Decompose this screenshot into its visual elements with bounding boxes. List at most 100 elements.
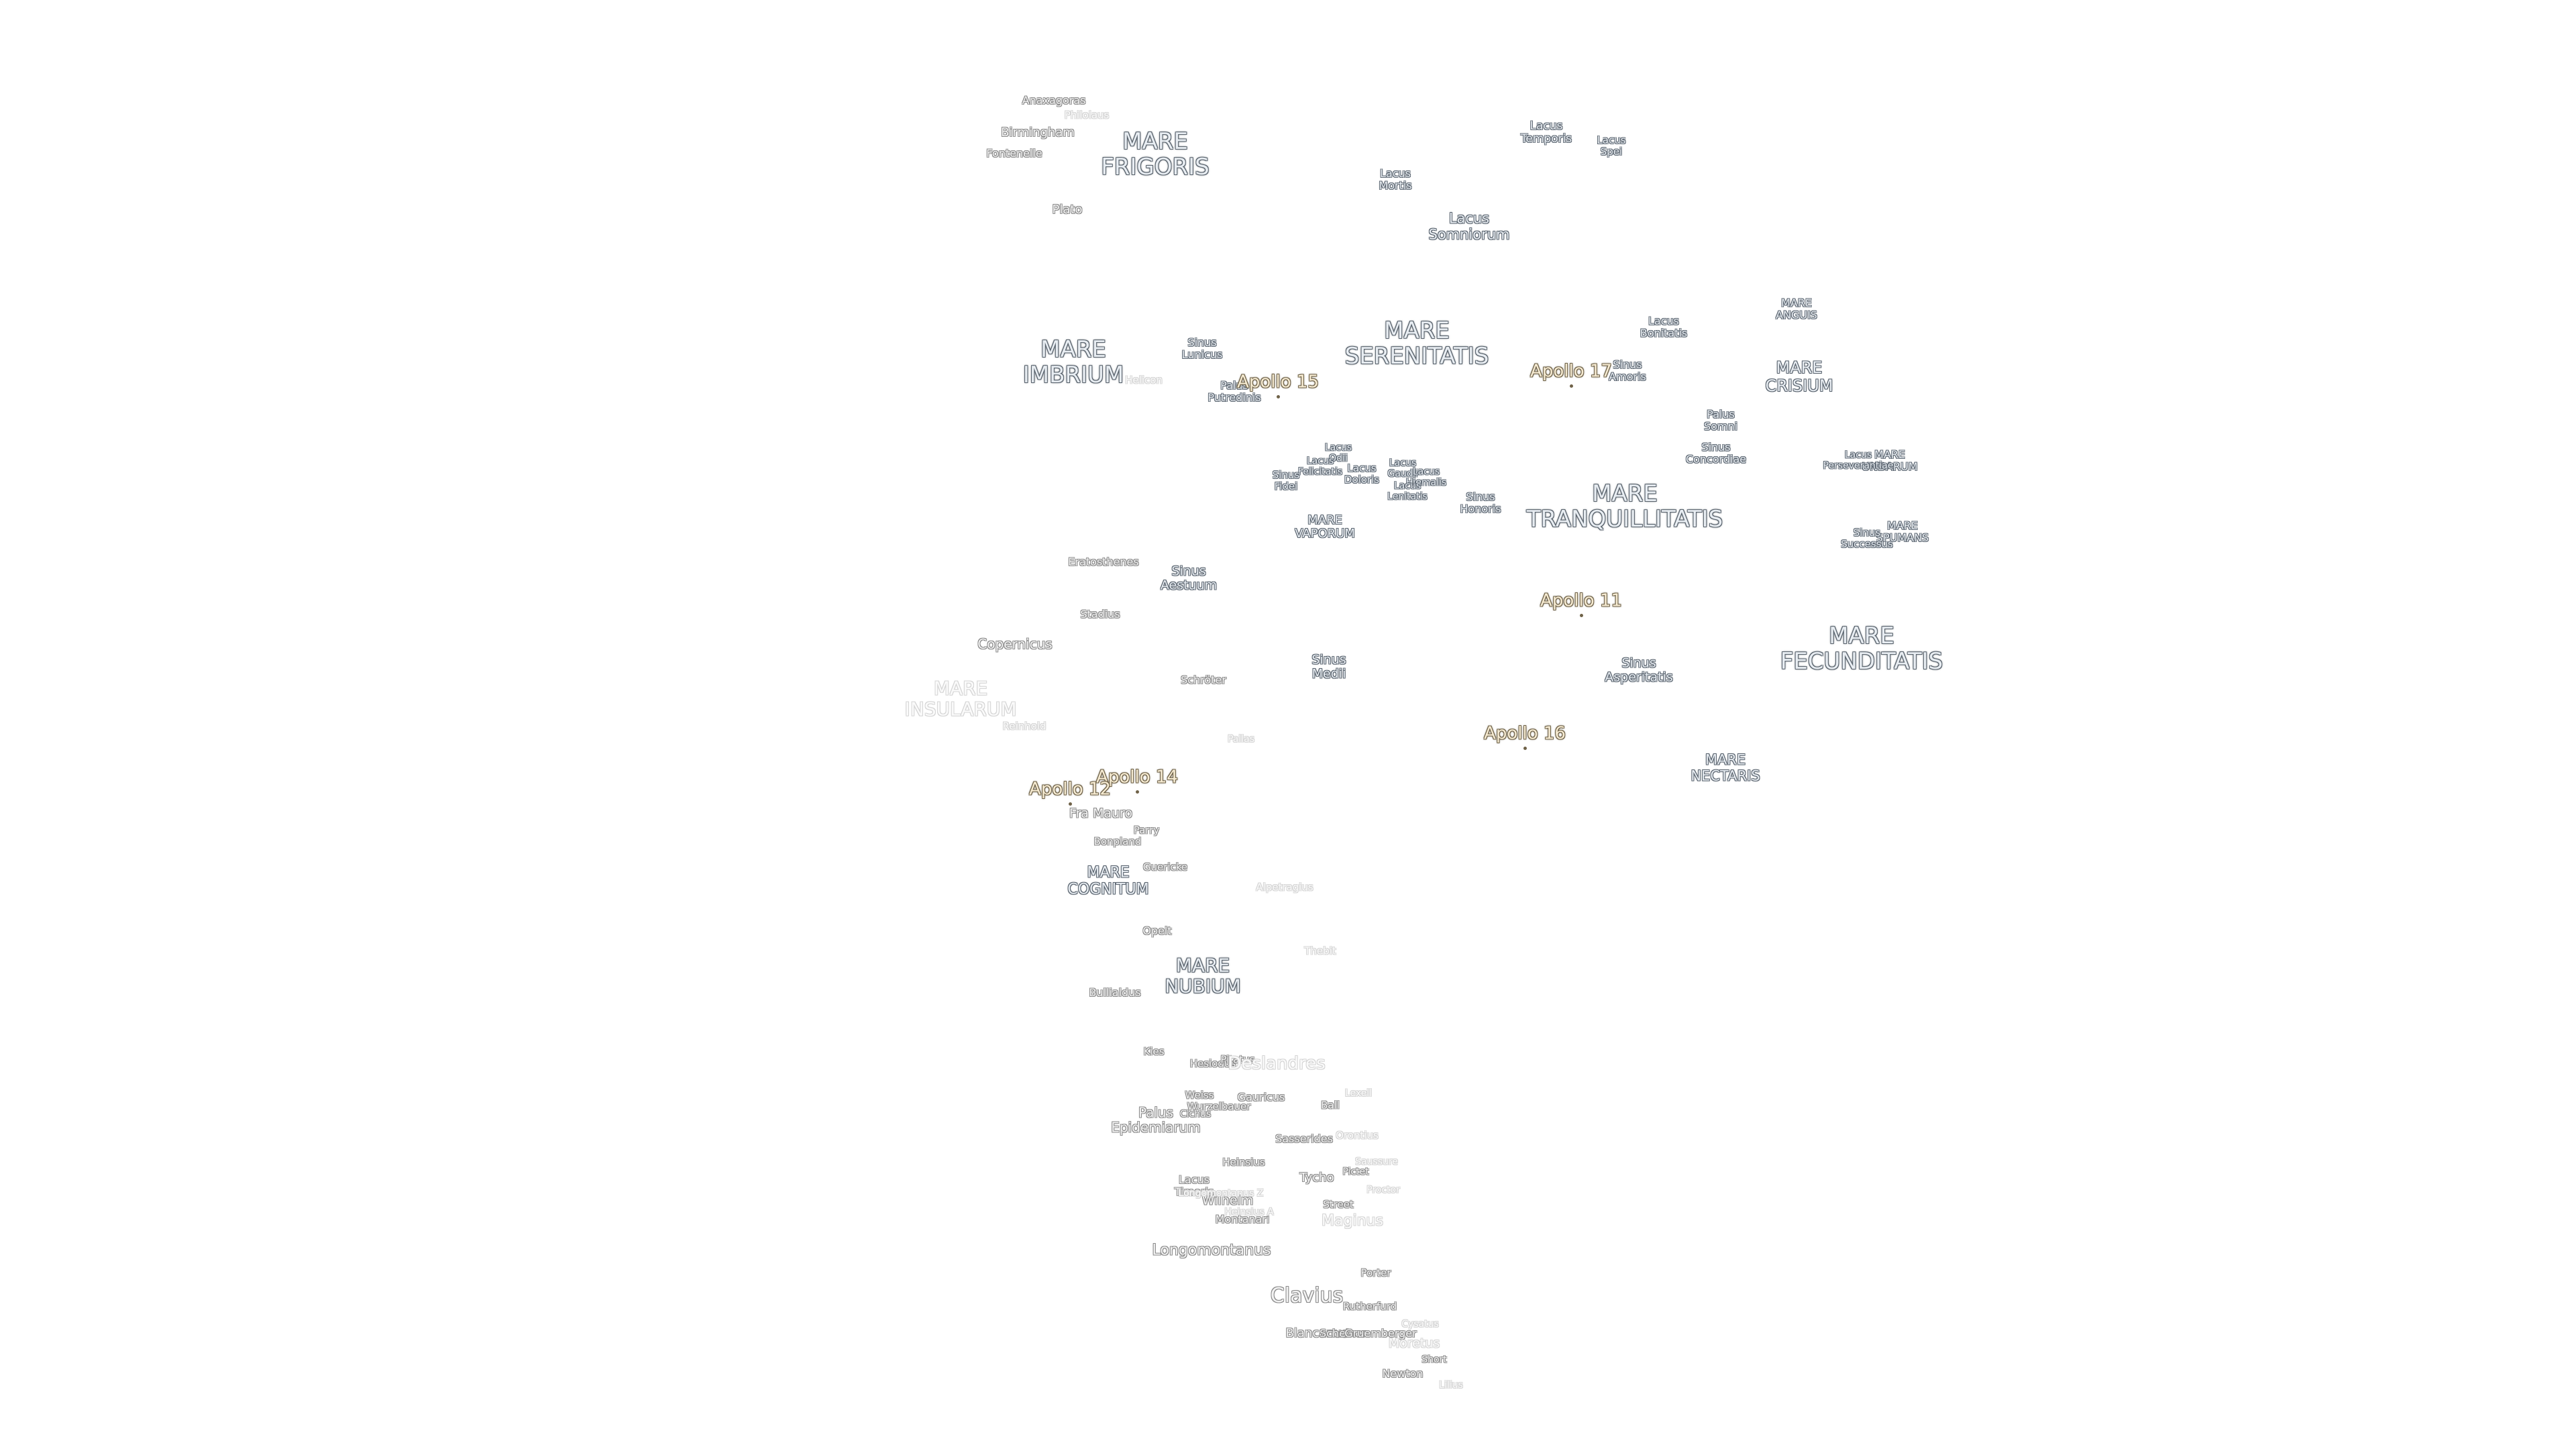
lacus-somniorum-label[interactable]: Lacus Somniorum [1428, 210, 1510, 242]
crater-fontenelle-label[interactable]: Fontenelle [986, 147, 1042, 160]
mare-cognitum-label[interactable]: MARE COGNITUM [1067, 864, 1149, 898]
mare-fecunditatis-label[interactable]: MARE FECUNDITATIS [1780, 622, 1943, 675]
crater-parry-label[interactable]: Parry [1133, 824, 1160, 837]
lacus-temporis-label[interactable]: Lacus Temporis [1520, 119, 1572, 146]
crater-rutherfurd-label[interactable]: Rutherfurd [1342, 1300, 1397, 1313]
crater-longomontanus-label[interactable]: Longomontanus [1152, 1242, 1271, 1259]
crater-moretus-label[interactable]: Moretus [1388, 1336, 1440, 1351]
crater-blancanus-label[interactable]: Blancanus [1285, 1326, 1348, 1340]
mare-undarum-label[interactable]: MARE UNDARUM [1862, 448, 1918, 473]
crater-orontius-label[interactable]: Orontius [1336, 1129, 1379, 1142]
crater-hesiodus-label[interactable]: Hesiodus [1189, 1057, 1236, 1070]
crater-philolaus-label[interactable]: Philolaus [1064, 109, 1110, 121]
apollo-14-label[interactable]: Apollo 14 [1096, 767, 1178, 788]
crater-pallas-label[interactable]: Pallas [1227, 734, 1255, 745]
lacus-bonitatis-label[interactable]: Lacus Bonitatis [1640, 315, 1688, 339]
crater-wurzelbauer-label[interactable]: Wurzelbauer [1187, 1100, 1251, 1113]
crater-proctor-label[interactable]: Proctor [1366, 1185, 1400, 1196]
crater-anaxagoras-label[interactable]: Anaxagoras [1022, 94, 1086, 107]
crater-saussure-label[interactable]: Saussure [1355, 1157, 1398, 1168]
mare-imbrium-label[interactable]: MARE IMBRIUM [1022, 335, 1124, 388]
apollo-15-label[interactable]: Apollo 15 [1237, 372, 1319, 392]
crater-helicon-label[interactable]: Helicon [1125, 374, 1163, 386]
sinus-honoris-label[interactable]: Sinus Honoris [1460, 490, 1501, 515]
crater-thebit-label[interactable]: Thebit [1304, 945, 1336, 957]
crater-pictet-label[interactable]: Pictet [1342, 1167, 1369, 1178]
mare-serenitatis-label[interactable]: MARE SERENITATIS [1344, 317, 1489, 370]
mare-nubium-label[interactable]: MARE NUBIUM [1165, 954, 1241, 998]
palus-somni-label[interactable]: Palus Somni [1703, 408, 1738, 433]
crater-porter-label[interactable]: Porter [1360, 1267, 1391, 1279]
crater-street-label[interactable]: Street [1323, 1198, 1354, 1211]
palus-putredinis-label[interactable]: Palus Putredinis [1208, 379, 1261, 404]
mare-frigoris-label[interactable]: MARE FRIGORIS [1101, 127, 1210, 180]
crater-scheiner-label[interactable]: Scheiner [1320, 1327, 1366, 1340]
crater-ball-label[interactable]: Ball [1321, 1099, 1340, 1112]
lacus-lenitatis-label[interactable]: Lacus Lenitatis [1387, 480, 1428, 502]
crater-lexell-label[interactable]: Lexell [1344, 1088, 1373, 1099]
crater-tycho-label[interactable]: Tycho [1299, 1170, 1334, 1185]
crater-eratosthenes-label[interactable]: Eratosthenes [1068, 555, 1139, 569]
crater-pitatus-label[interactable]: Pitatus [1220, 1053, 1255, 1066]
crater-copernicus-label[interactable]: Copernicus [977, 635, 1053, 652]
crater-alpetragius-label[interactable]: Alpetragius [1256, 881, 1313, 894]
lacus-gaudii-label[interactable]: Lacus Gaudii [1387, 458, 1418, 479]
mare-spumans-label[interactable]: MARE SPUMANS [1876, 519, 1929, 544]
apollo-17-site-marker[interactable] [1570, 384, 1573, 388]
lacus-spei-label[interactable]: Lacus Spei [1597, 134, 1626, 158]
lacus-felicitatis-label[interactable]: Lacus Felicitatis [1297, 455, 1343, 477]
sinus-amoris-label[interactable]: Sinus Amoris [1609, 358, 1646, 383]
crater-guericke-label[interactable]: Guericke [1142, 861, 1188, 873]
sinus-medii-label[interactable]: Sinus Medii [1311, 652, 1346, 682]
crater-clavius-label[interactable]: Clavius [1270, 1284, 1344, 1308]
crater-plato-label[interactable]: Plato [1052, 202, 1083, 217]
sinus-successus-label[interactable]: Sinus Successus [1841, 527, 1893, 550]
mare-nectaris-label[interactable]: MARE NECTARIS [1690, 751, 1760, 784]
sinus-aestuum-label[interactable]: Sinus Aestuum [1160, 564, 1218, 593]
crater-heinsius-a-label[interactable]: Heinsius A [1224, 1207, 1274, 1218]
crater-fra-mauro-label[interactable]: Fra Mauro [1069, 806, 1133, 821]
apollo-14-site-marker[interactable] [1136, 790, 1139, 794]
crater-gruemberger-label[interactable]: Gruemberger [1344, 1327, 1417, 1340]
crater-maginus-label[interactable]: Maginus [1322, 1212, 1383, 1230]
crater-lilius-label[interactable]: Lilius [1439, 1380, 1463, 1391]
mare-vaporum-label[interactable]: MARE VAPORUM [1295, 513, 1355, 541]
crater-cysatus-label[interactable]: Cysatus [1401, 1319, 1439, 1330]
crater-kies-label[interactable]: Kies [1143, 1045, 1165, 1058]
crater-birmingham-label[interactable]: Birmingham [1001, 125, 1075, 140]
lacus-hiemalis-label[interactable]: Lacus Hiemalis [1405, 466, 1447, 488]
mare-insularum-label[interactable]: MARE INSULARUM [904, 677, 1017, 720]
mare-crisium-label[interactable]: MARE CRISIUM [1765, 358, 1833, 395]
lacus-perseverantiae-label[interactable]: Lacus Perseverantiae [1823, 449, 1894, 471]
mare-anguis-label[interactable]: MARE ANGUIS [1776, 297, 1817, 321]
apollo-12-label[interactable]: Apollo 12 [1029, 779, 1111, 800]
lacus-mortis-label[interactable]: Lacus Mortis [1379, 167, 1412, 192]
crater-longomontanus-z-label[interactable]: Longomontanus Z [1178, 1188, 1264, 1199]
apollo-17-label[interactable]: Apollo 17 [1530, 361, 1612, 382]
crater-cichus-label[interactable]: Cichus [1179, 1109, 1212, 1120]
crater-wilhelm-label[interactable]: Wilhelm [1201, 1193, 1254, 1208]
apollo-16-label[interactable]: Apollo 16 [1484, 723, 1566, 744]
crater-deslandres-label[interactable]: Deslandres [1228, 1053, 1326, 1074]
crater-newton-label[interactable]: Newton [1382, 1367, 1424, 1381]
palus-epidemiarum-label[interactable]: Palus Epidemiarum [1111, 1104, 1201, 1136]
crater-weiss-label[interactable]: Weiss [1185, 1089, 1214, 1102]
apollo-16-site-marker[interactable] [1523, 747, 1527, 750]
crater-heinsius-label[interactable]: Heinsius [1222, 1156, 1265, 1169]
sinus-lunicus-label[interactable]: Sinus Lunicus [1181, 336, 1223, 361]
crater-schroter-label[interactable]: Schröter [1181, 674, 1226, 687]
crater-montanari-label[interactable]: Montanari [1215, 1213, 1270, 1226]
lacus-doloris-label[interactable]: Lacus Doloris [1344, 462, 1380, 486]
apollo-12-site-marker[interactable] [1069, 802, 1072, 806]
apollo-11-site-marker[interactable] [1580, 614, 1583, 617]
crater-sasserides-label[interactable]: Sasserides [1275, 1132, 1333, 1146]
crater-short-label[interactable]: Short [1421, 1354, 1447, 1366]
apollo-11-label[interactable]: Apollo 11 [1540, 590, 1622, 611]
apollo-15-site-marker[interactable] [1277, 395, 1280, 398]
crater-stadius-label[interactable]: Stadius [1080, 608, 1120, 621]
crater-bonpland-label[interactable]: Bonpland [1093, 835, 1142, 848]
sinus-fidei-label[interactable]: Sinus Fidei [1272, 469, 1300, 492]
sinus-concordiae-label[interactable]: Sinus Concordiae [1685, 441, 1747, 466]
crater-opelt-label[interactable]: Opelt [1142, 924, 1172, 938]
